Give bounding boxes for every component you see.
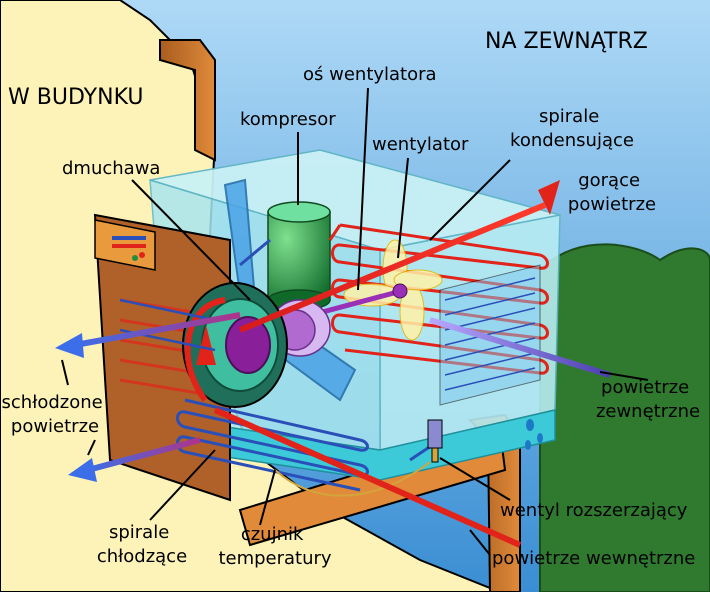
label-fan-axis: oś wentylatora — [303, 64, 437, 85]
control-panel — [94, 219, 156, 271]
hot-air-arrow — [238, 180, 560, 333]
cooled-air-arrow-upper — [55, 312, 241, 358]
blower — [182, 282, 288, 408]
condenser-fins — [439, 264, 541, 406]
blower-rotation-arrow — [184, 297, 226, 402]
label-inside-air: powietrze wewnętrzne — [492, 548, 695, 569]
inside-air-arrow — [213, 407, 522, 548]
label-blower: dmuchawa — [62, 158, 160, 179]
expansion-valve — [427, 419, 443, 463]
outside-air-arrow — [429, 317, 611, 378]
cooled-air-arrow-lower — [68, 437, 201, 482]
blower-rotation-arrowhead — [196, 325, 216, 365]
fan-hub — [392, 283, 408, 299]
cooling-coils — [176, 398, 369, 492]
label-cooling-coils: spirale chłodzące — [97, 522, 187, 567]
temperature-sensor-cable — [274, 461, 431, 497]
label-fan: wentylator — [372, 134, 469, 155]
condenser-coils — [331, 223, 549, 375]
refrigerant-line-hot — [328, 224, 342, 241]
label-temperature-sensor: czujnik temperatury — [218, 524, 331, 569]
leader-lines — [61, 87, 649, 556]
label-expansion-valve: wentyl rozszerzający — [500, 500, 688, 521]
label-cooled-air: schłodzone powietrze — [2, 392, 109, 437]
window-frame-top — [159, 39, 216, 162]
region-label-indoor: W BUDYNKU — [8, 85, 144, 110]
water-drips — [525, 419, 543, 450]
label-compressor: kompresor — [240, 109, 336, 130]
region-label-outdoor: NA ZEWNĄTRZ — [485, 29, 648, 54]
label-hot-air: gorące powietrze — [568, 170, 656, 215]
compressor — [267, 201, 331, 311]
label-outside-air: powietrze zewnętrzne — [596, 377, 700, 422]
label-condenser-coils: spirale kondensujące — [510, 106, 634, 151]
